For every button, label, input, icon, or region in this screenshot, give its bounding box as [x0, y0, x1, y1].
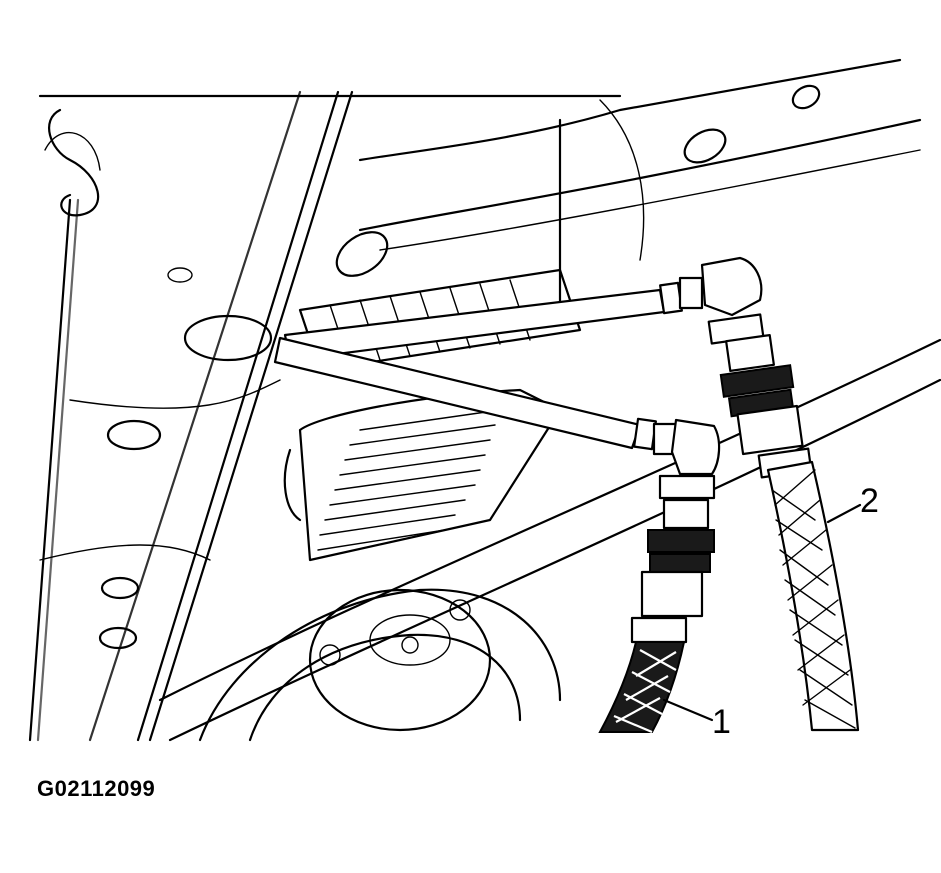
callout-1: 1: [662, 698, 731, 741]
metal-pipes: [273, 288, 666, 450]
callout-2: 2: [826, 482, 879, 524]
chassis-frame: [28, 58, 941, 742]
wheel-hub: [198, 588, 562, 742]
callout-1-label: 1: [712, 703, 731, 741]
callout-2-label: 2: [860, 482, 879, 520]
hose-2: [766, 460, 860, 732]
hose-1: [598, 641, 686, 734]
fitting-1: [630, 417, 721, 644]
figure-id: G02112099: [37, 776, 156, 801]
fitting-2: [659, 256, 813, 479]
